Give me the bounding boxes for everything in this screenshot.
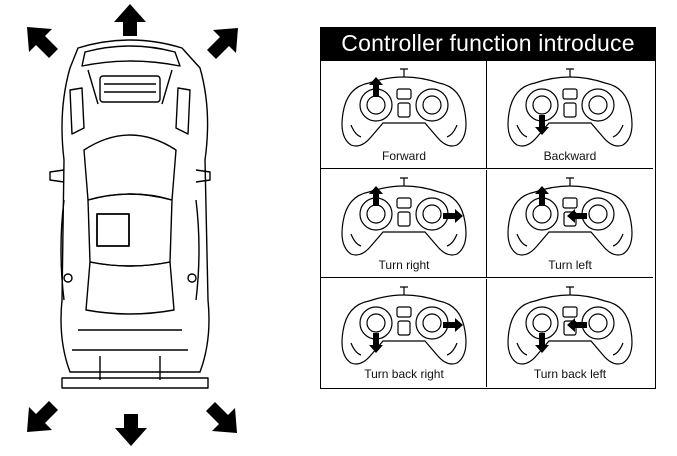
left-stick-up-arrow-icon [535, 186, 549, 206]
function-cell-turn-right: Turn right [321, 170, 487, 278]
left-stick-cap [532, 204, 552, 224]
left-stick-cap [532, 95, 552, 115]
antenna [400, 286, 408, 295]
controller-outline [341, 76, 467, 147]
controller-function-panel: Controller function introduce Forward Ba… [320, 27, 656, 389]
right-stick-ring [415, 88, 449, 122]
controller-body [507, 68, 633, 147]
grip-lines [350, 342, 458, 356]
antenna [566, 177, 574, 186]
function-cell-turn-back-right: Turn back right [321, 279, 487, 387]
stick-arrows [535, 115, 549, 135]
stick-arrows [369, 318, 463, 353]
controller-outline [507, 185, 633, 256]
controller-outline [507, 76, 633, 147]
right-stick-cap [422, 204, 442, 224]
panel-title: Controller function introduce [320, 27, 656, 60]
left-stick-up-arrow-icon [369, 186, 383, 206]
left-stick-down-arrow-icon [369, 333, 383, 353]
center-panel [397, 320, 411, 336]
arrow-up-right-icon [207, 28, 238, 59]
center-panel [563, 102, 577, 118]
antenna [566, 286, 574, 295]
center-button [396, 306, 412, 318]
grip-lines [516, 124, 624, 138]
controller-outline [341, 294, 467, 365]
function-label: Turn back left [533, 367, 607, 381]
function-cell-turn-back-left: Turn back left [487, 279, 653, 387]
right-stick-cap [422, 313, 442, 333]
grip-lines [516, 233, 624, 247]
center-panel [397, 211, 411, 227]
right-stick-cap [588, 313, 608, 333]
left-stick-up-arrow-icon [369, 77, 383, 97]
arrow-down-icon [115, 414, 147, 446]
left-stick-cap [366, 95, 386, 115]
function-label: Turn left [548, 258, 592, 272]
grip-lines [350, 124, 458, 138]
controller-body [341, 177, 467, 256]
function-cell-turn-left: Turn left [487, 170, 653, 278]
center-button [562, 306, 578, 318]
controller-icon [507, 177, 633, 256]
arrow-up-left-icon [27, 27, 58, 58]
function-label: Turn right [378, 258, 430, 272]
right-stick-right-arrow-icon [443, 209, 463, 223]
stick-arrows [535, 318, 587, 353]
controller-icon [341, 177, 467, 256]
left-stick-down-arrow-icon [535, 115, 549, 135]
stick-arrows [369, 186, 463, 223]
controller-body [341, 68, 467, 147]
car-top-view [49, 39, 211, 389]
center-button [396, 197, 412, 209]
left-stick-cap [366, 313, 386, 333]
controller-icon [341, 286, 467, 365]
left-stick-cap [366, 204, 386, 224]
arrow-down-left-icon [27, 401, 58, 432]
right-stick-left-arrow-icon [567, 318, 587, 332]
function-cell-forward: Forward [321, 61, 487, 169]
grip-lines [350, 233, 458, 247]
center-panel [397, 102, 411, 118]
stick-arrows [535, 186, 587, 223]
function-cell-backward: Backward [487, 61, 653, 169]
arrow-up-icon [114, 4, 146, 36]
function-label: Backward [543, 149, 597, 163]
grip-lines [516, 342, 624, 356]
left-stick-down-arrow-icon [535, 333, 549, 353]
center-button [396, 88, 412, 100]
left-stick-cap [532, 313, 552, 333]
antenna [400, 68, 408, 77]
right-stick-cap [588, 204, 608, 224]
controller-icon [507, 286, 633, 365]
right-stick-right-arrow-icon [443, 318, 463, 332]
controller-icon [341, 68, 467, 147]
function-label: Turn back right [364, 367, 444, 381]
center-button [562, 88, 578, 100]
right-stick-cap [588, 95, 608, 115]
car-diagram [27, 4, 238, 446]
function-grid: Forward Backward Turn right Turn left Tu… [320, 60, 656, 389]
right-stick-left-arrow-icon [567, 209, 587, 223]
arrow-down-right-icon [206, 402, 237, 433]
right-stick-ring [581, 88, 615, 122]
antenna [566, 68, 574, 77]
center-button [562, 197, 578, 209]
controller-icon [507, 68, 633, 147]
stick-arrows [369, 77, 383, 97]
controller-outline [341, 185, 467, 256]
right-stick-cap [422, 95, 442, 115]
controller-outline [507, 294, 633, 365]
function-label: Forward [381, 149, 426, 163]
antenna [400, 177, 408, 186]
